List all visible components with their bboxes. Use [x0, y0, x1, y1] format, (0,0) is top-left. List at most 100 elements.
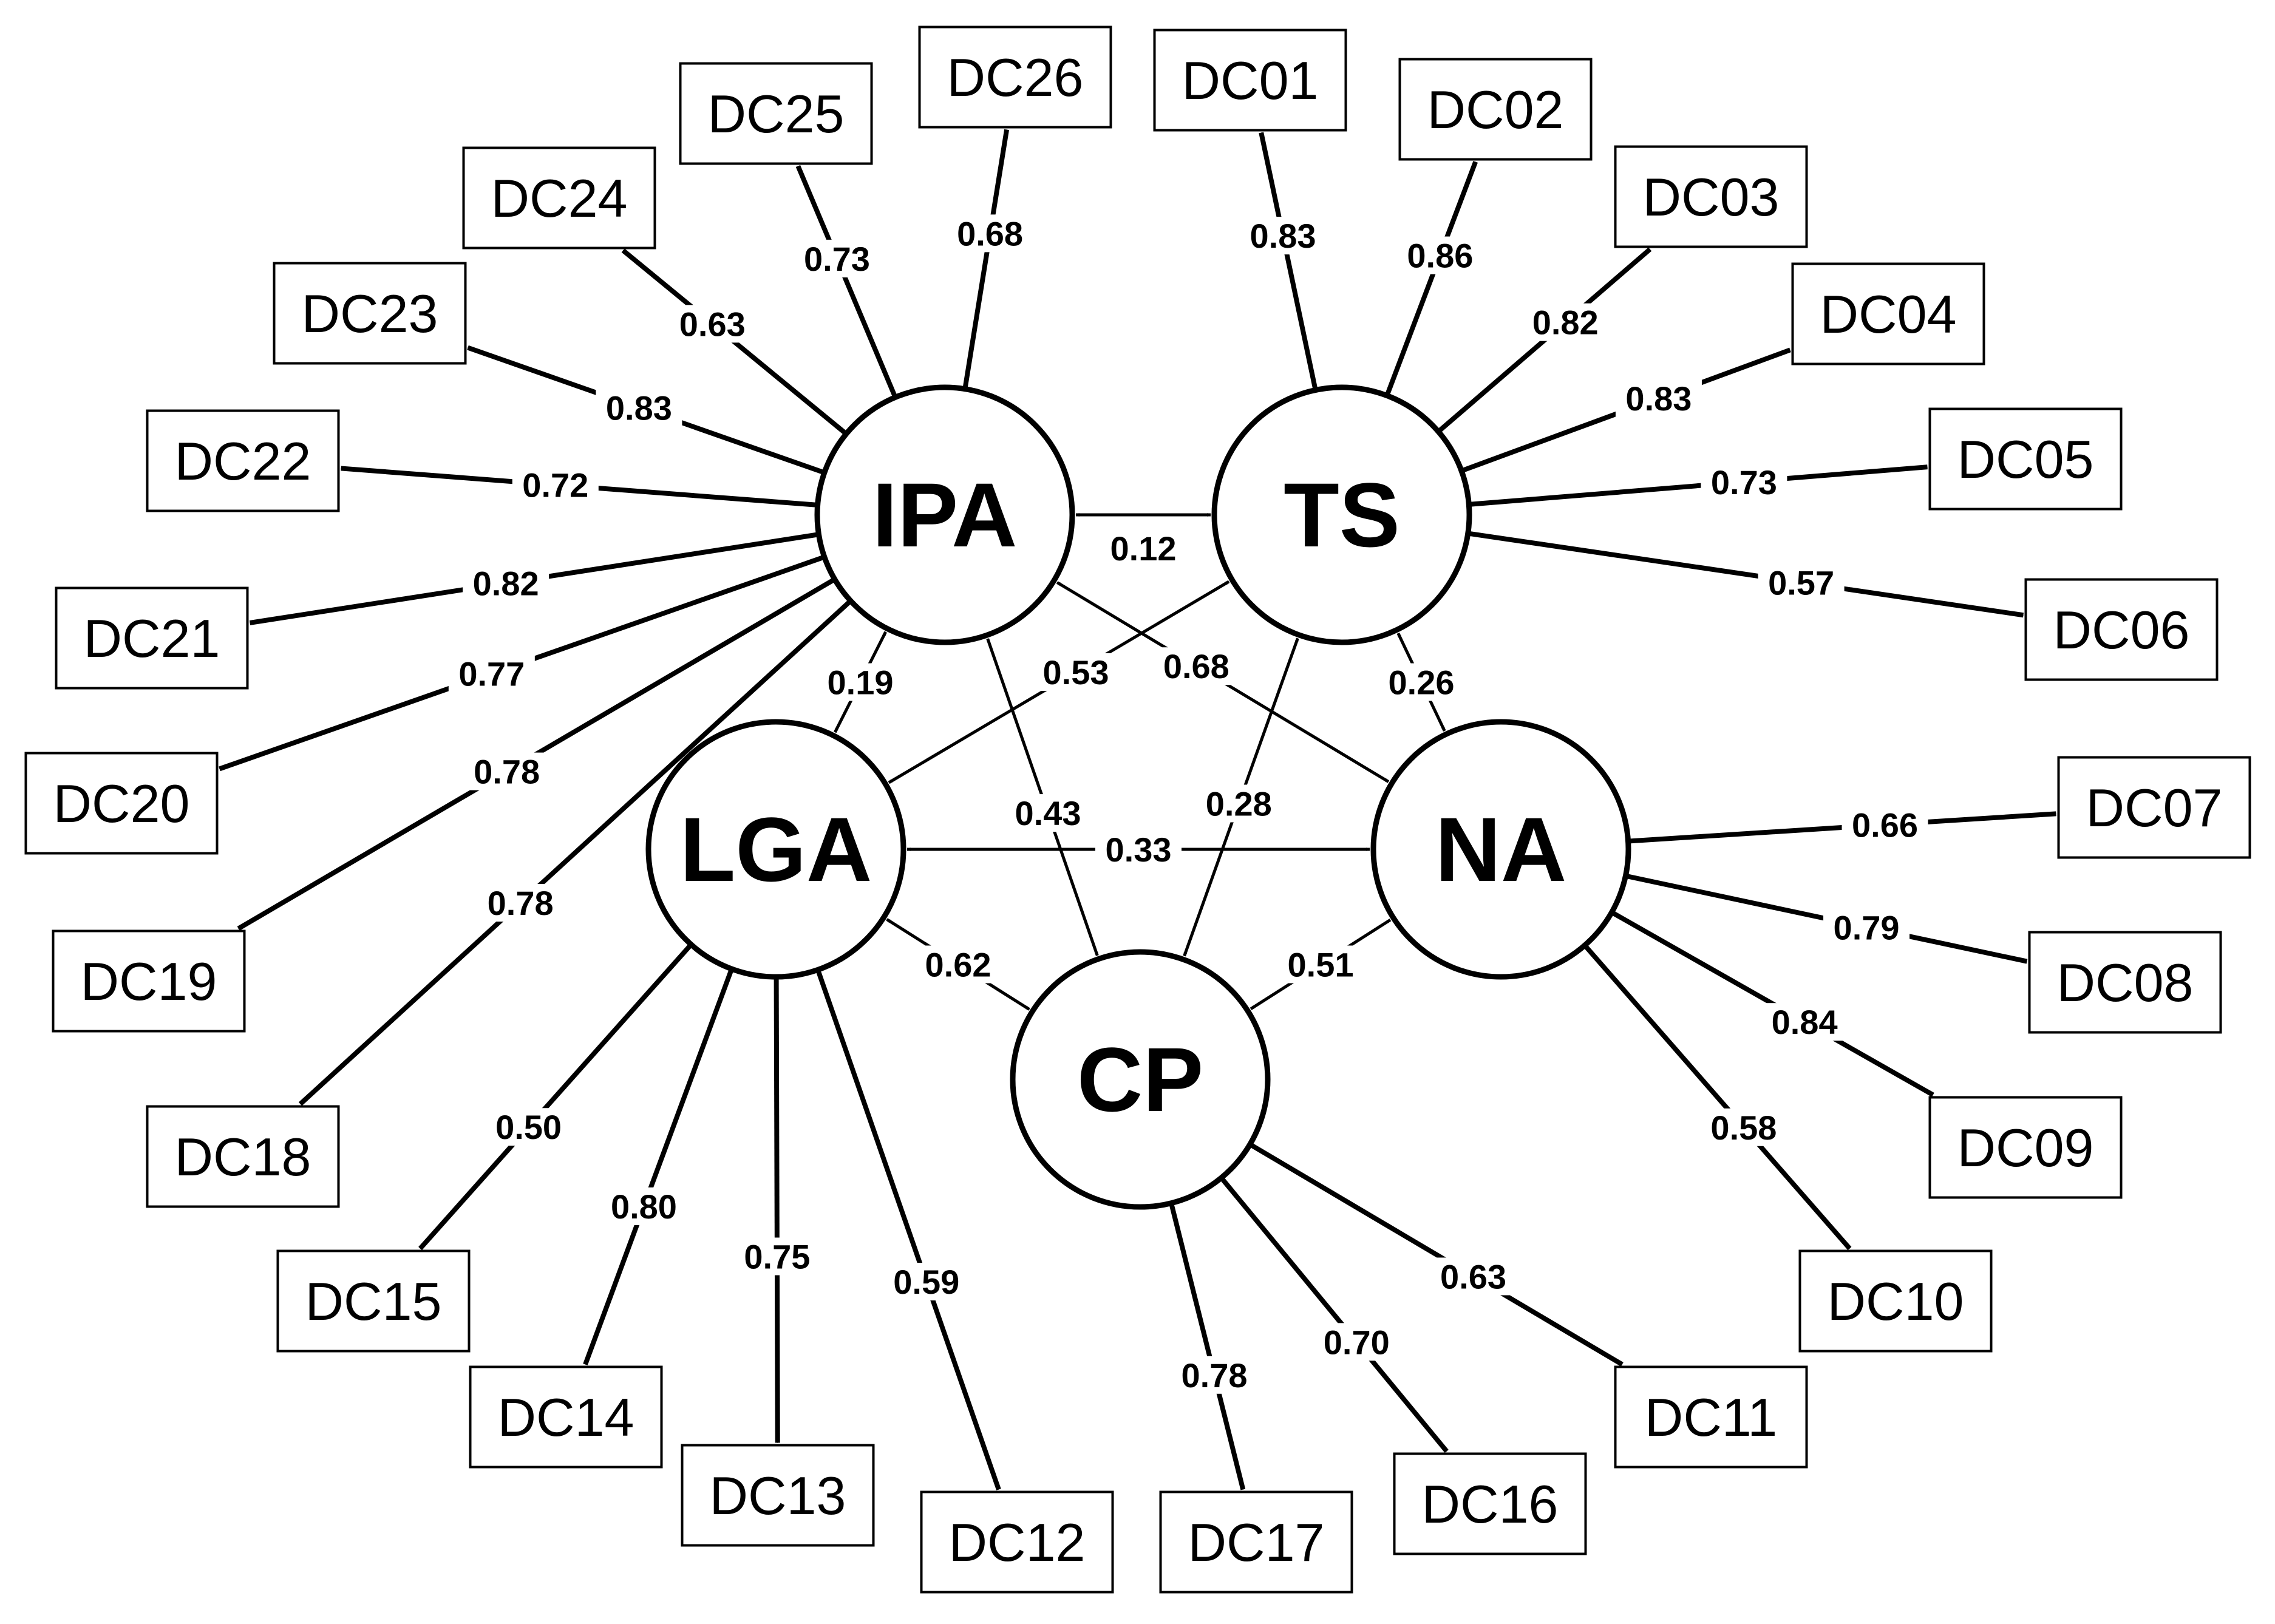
- loading-label-dc01-text: 0.83: [1250, 217, 1316, 255]
- loading-label-dc06-bg: [1758, 563, 1845, 602]
- indicator-box-dc01: DC01: [1153, 29, 1347, 132]
- loading-label-dc20-text: 0.77: [458, 654, 525, 693]
- indicator-box-frame: [469, 1365, 663, 1469]
- latent-label: TS: [1284, 464, 1400, 566]
- loading-label-dc22-text: 0.72: [522, 466, 588, 505]
- loading-label-dc22: 0.72: [512, 466, 599, 505]
- indicator-box-dc26: DC26: [918, 25, 1112, 129]
- indicator-box-frame: [52, 929, 246, 1033]
- correlation-label-ts-cp-text: 0.28: [1206, 784, 1272, 823]
- indicator-label: DC09: [1957, 1118, 2094, 1178]
- loading-arrow-dc16: [1219, 1176, 1449, 1453]
- indicator-box-dc13: DC13: [681, 1444, 875, 1547]
- latent-label: NA: [1435, 798, 1567, 900]
- correlation-label-lga-na-bg: [1095, 831, 1182, 868]
- loading-label-dc02-bg: [1396, 236, 1483, 274]
- latent-node-na: NA: [1370, 719, 1631, 980]
- indicator-box-frame: [679, 62, 873, 165]
- indicator-label: DC03: [1643, 167, 1780, 227]
- indicator-box-dc19: DC19: [52, 929, 246, 1033]
- indicator-label: DC12: [949, 1512, 1086, 1572]
- loading-label-dc15-bg: [485, 1108, 572, 1146]
- loading-label-dc09-text: 0.84: [1772, 1003, 1838, 1041]
- loading-label-dc21-text: 0.82: [473, 564, 539, 602]
- loading-label-dc09-bg: [1761, 1003, 1848, 1041]
- loading-label-dc18-bg: [477, 883, 564, 922]
- loading-label-dc15-text: 0.50: [495, 1108, 562, 1146]
- loading-arrow-dc14: [583, 968, 734, 1365]
- indicator-box-frame: [1614, 1365, 1808, 1469]
- loading-label-dc08-bg: [1823, 908, 1910, 946]
- correlation-label-na-cp: 0.51: [1277, 945, 1364, 984]
- indicator-box-dc07: DC07: [2057, 756, 2251, 859]
- indicator-box-frame: [462, 146, 656, 250]
- loading-label-dc13-text: 0.75: [744, 1237, 810, 1276]
- latent-label: LGA: [680, 798, 872, 900]
- indicator-label: DC07: [2086, 778, 2223, 838]
- latent-node-lga: LGA: [645, 719, 906, 980]
- loading-label-dc19-bg: [463, 752, 550, 790]
- indicator-box-frame: [1159, 1490, 1353, 1594]
- indicator-box-frame: [920, 1490, 1114, 1594]
- indicator-box-dc06: DC06: [2024, 578, 2219, 681]
- indicator-box-dc02: DC02: [1398, 58, 1593, 161]
- loading-label-dc01-bg: [1240, 217, 1327, 255]
- latent-node-ipa: IPA: [814, 384, 1075, 645]
- indicator-label: DC01: [1182, 50, 1319, 110]
- loading-label-dc10: 0.58: [1700, 1108, 1787, 1147]
- loading-arrow-dc25: [795, 165, 898, 398]
- indicator-box-dc10: DC10: [1798, 1249, 1993, 1353]
- loading-label-dc08-text: 0.79: [1834, 908, 1900, 946]
- latent-label: CP: [1077, 1028, 1203, 1130]
- indicator-label: DC02: [1427, 80, 1564, 140]
- indicator-box-dc11: DC11: [1614, 1365, 1808, 1469]
- loading-label-dc26-bg: [947, 214, 1033, 253]
- loading-label-dc24-bg: [669, 305, 756, 343]
- loading-arrow-dc06: [1467, 531, 2024, 618]
- loading-label-dc25-bg: [794, 239, 880, 277]
- loading-label-dc17-text: 0.78: [1182, 1356, 1248, 1395]
- correlation-label-ts-na-text: 0.26: [1389, 664, 1455, 702]
- loading-label-dc22-bg: [512, 466, 599, 504]
- loading-arrow-dc01: [1259, 132, 1318, 391]
- loading-label-dc10-text: 0.58: [1710, 1109, 1777, 1147]
- latent-node-ts: TS: [1211, 384, 1472, 645]
- indicator-label: DC06: [2053, 600, 2190, 660]
- loading-label-dc16-bg: [1313, 1323, 1400, 1361]
- loading-label-dc12: 0.59: [883, 1263, 970, 1301]
- loading-arrow-dc05: [1468, 464, 1928, 507]
- indicator-box-frame: [1928, 1096, 2123, 1199]
- loading-label-dc02-text: 0.86: [1407, 237, 1473, 275]
- indicator-label: DC19: [81, 951, 217, 1011]
- loading-label-dc07-text: 0.66: [1852, 806, 1918, 844]
- loading-label-dc24: 0.63: [669, 305, 756, 343]
- loading-label-dc23-text: 0.83: [606, 389, 672, 427]
- correlation-label-ts-lga: 0.53: [1033, 653, 1120, 691]
- correlation-label-ipa-ts-bg: [1100, 529, 1186, 567]
- loading-label-dc18: 0.78: [477, 883, 564, 922]
- loading-label-dc01: 0.83: [1240, 217, 1327, 255]
- loading-label-dc05: 0.73: [1701, 463, 1787, 501]
- loading-label-dc02: 0.86: [1396, 236, 1483, 275]
- correlation-label-ts-na: 0.26: [1378, 663, 1464, 702]
- indicator-label: DC14: [498, 1387, 634, 1447]
- loading-label-dc17-bg: [1171, 1356, 1258, 1394]
- latent-circle: [645, 719, 906, 980]
- loading-label-dc03-bg: [1522, 303, 1609, 341]
- loading-label-dc19-text: 0.78: [474, 753, 540, 791]
- correlation-label-ts-na-bg: [1378, 663, 1464, 701]
- loading-label-dc15: 0.50: [485, 1108, 572, 1146]
- indicator-label: DC23: [302, 284, 438, 344]
- correlation-label-lga-na-text: 0.33: [1106, 831, 1172, 869]
- loading-label-dc06-text: 0.57: [1768, 563, 1834, 602]
- latent-circle: [1211, 384, 1472, 645]
- indicator-box-dc22: DC22: [146, 409, 340, 512]
- indicator-box-frame: [24, 752, 219, 855]
- indicator-box-dc03: DC03: [1614, 145, 1808, 248]
- indicator-box-frame: [146, 1105, 340, 1208]
- loading-label-dc24-text: 0.63: [679, 305, 746, 343]
- loading-arrow-dc10: [1583, 943, 1852, 1251]
- loading-label-dc21: 0.82: [463, 564, 549, 602]
- loading-label-dc20-bg: [448, 654, 535, 693]
